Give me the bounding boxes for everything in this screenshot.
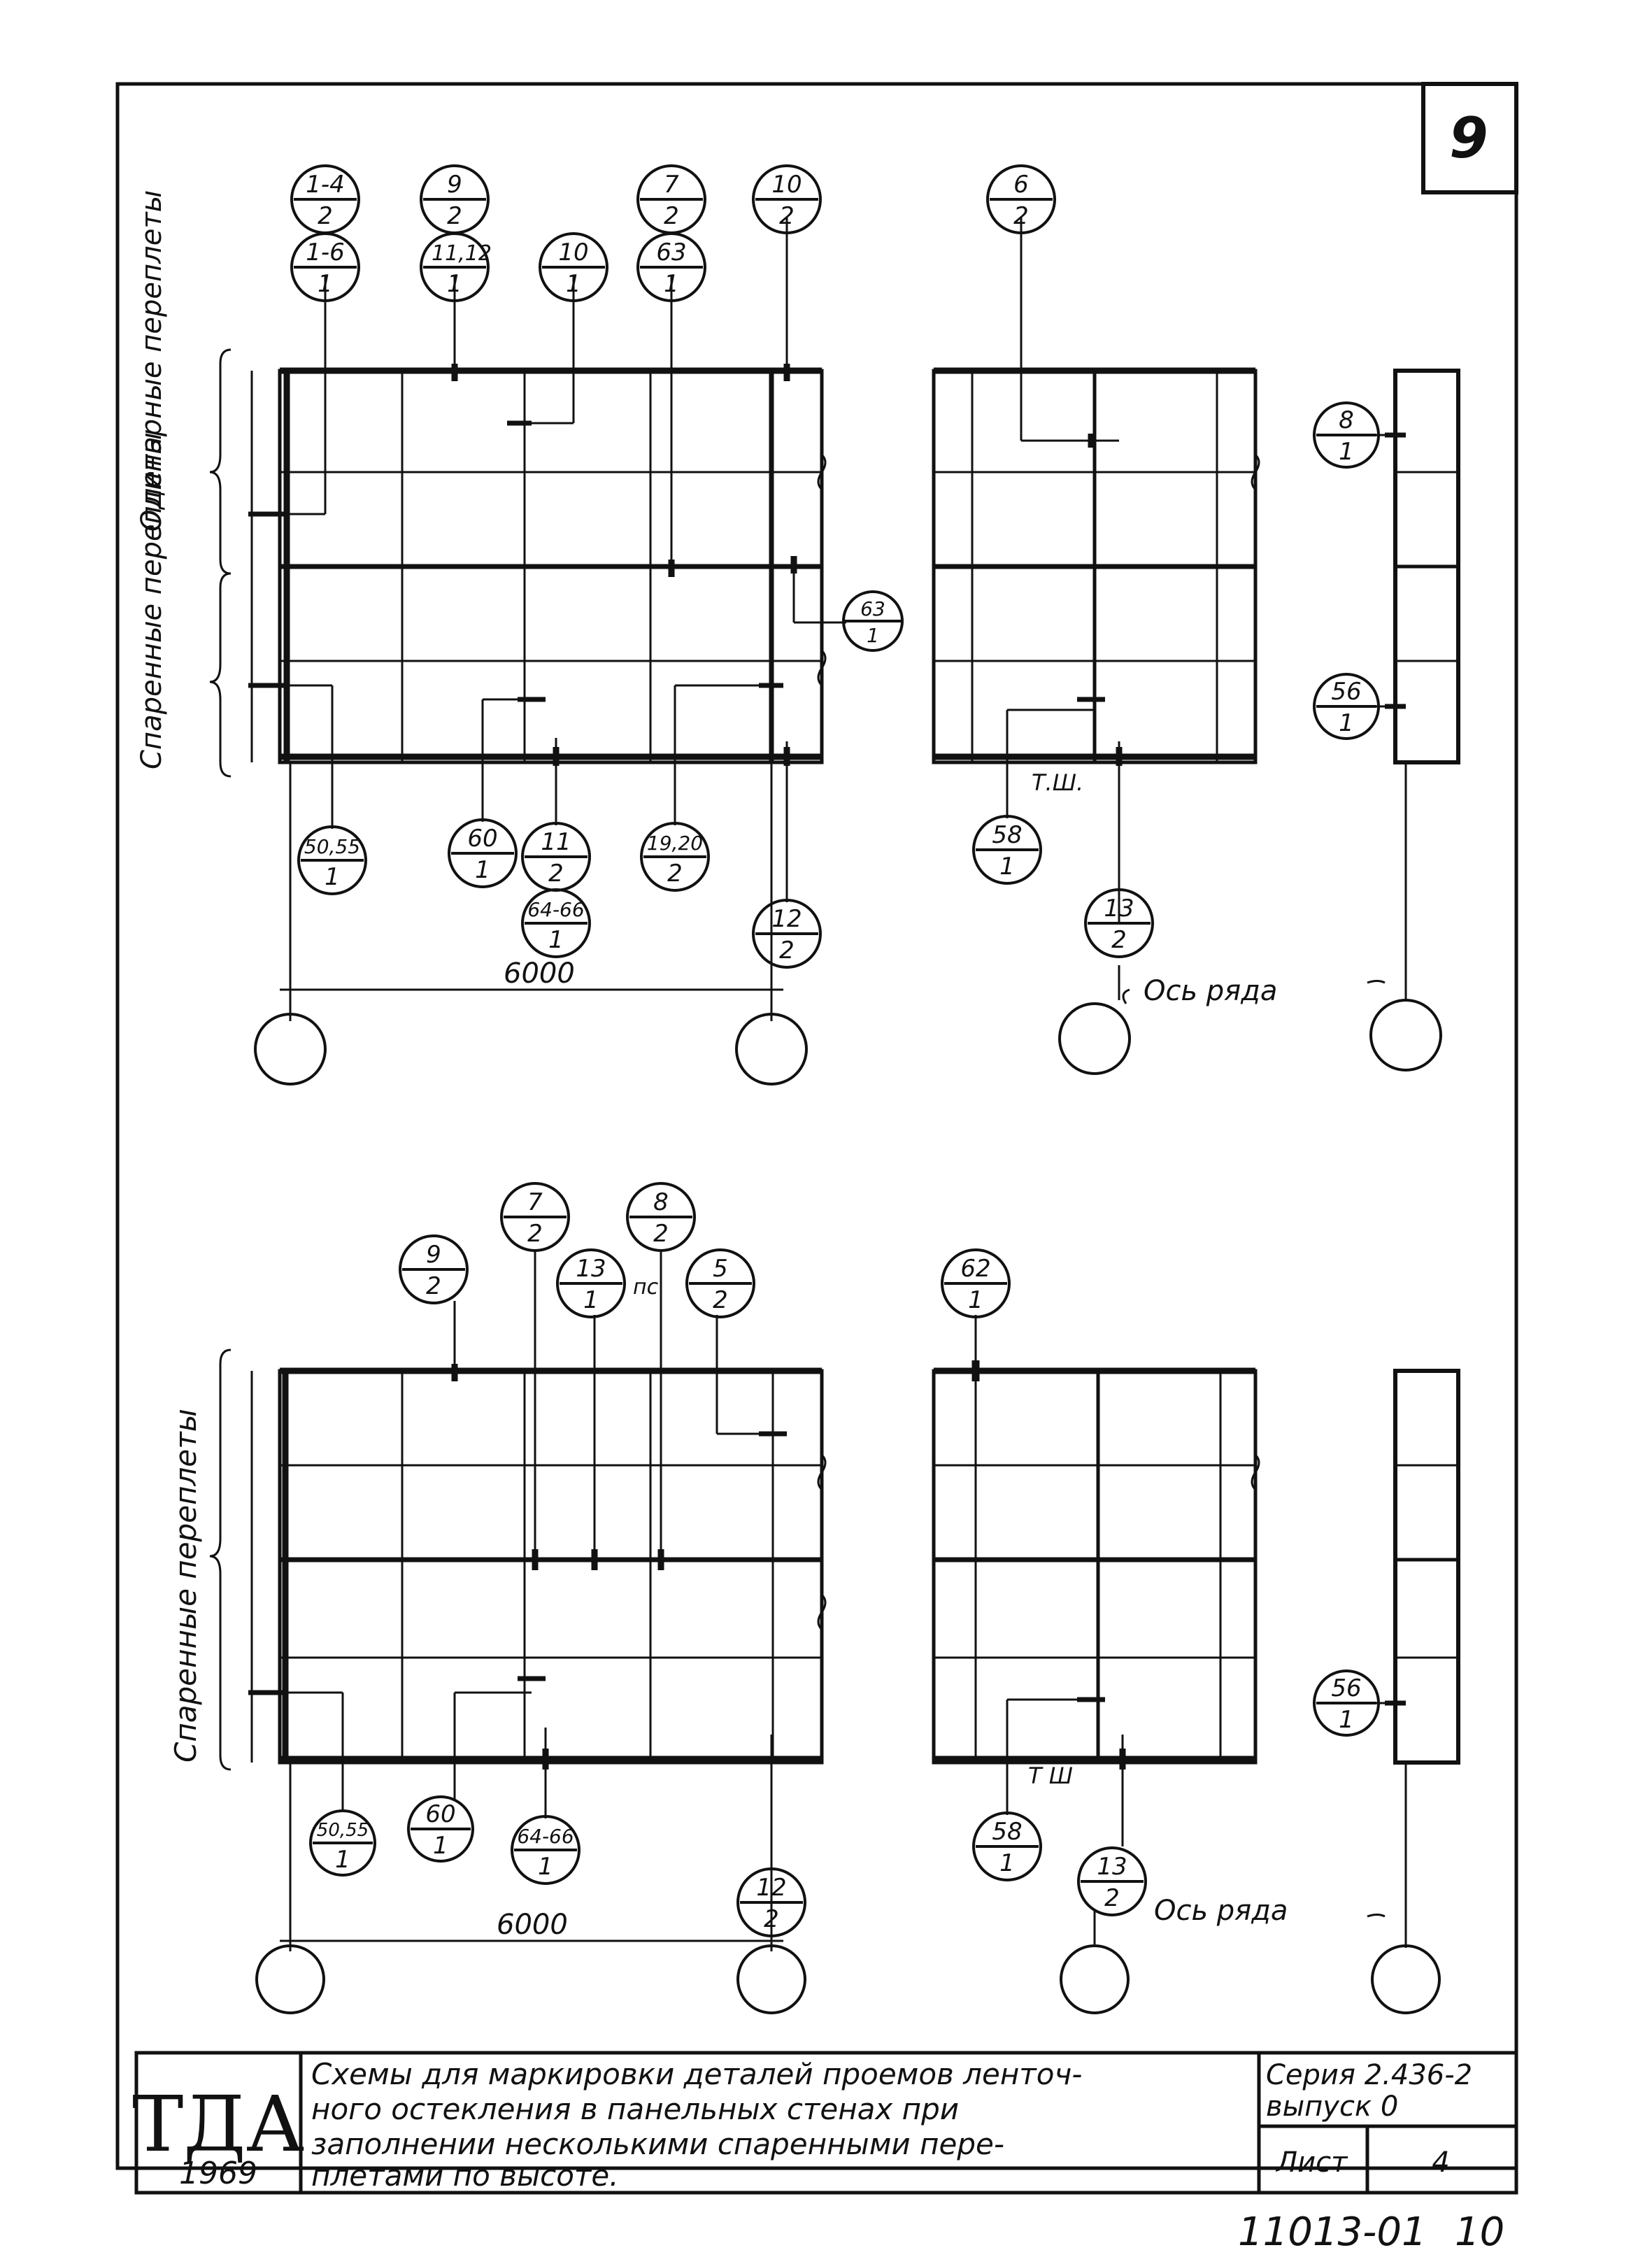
tag-top-6-num: 11,12 (432, 241, 492, 266)
sheet-frame (115, 82, 1518, 2170)
tag-top-5-den: 1 (318, 270, 333, 298)
sheet-number-box (1421, 82, 1518, 194)
tag-top-1-num: 1-4 (306, 171, 345, 199)
tag-bot-5-den: 1 (548, 926, 564, 954)
tag-far-56-den: 1 (1339, 709, 1354, 737)
b-bot-3-den: 1 (538, 1853, 553, 1881)
tag-top-2-den: 2 (447, 202, 462, 230)
tag-58-num: 58 (992, 821, 1022, 849)
tag-right-top-num: 6 (1013, 171, 1029, 199)
tag-mid-right-den: 1 (867, 624, 879, 647)
tag-13-den: 2 (1111, 926, 1127, 954)
b-tag-2-num: 8 (653, 1188, 669, 1216)
description-line-4: плетами по высоте. (311, 2158, 619, 2193)
sheet-label: Лист (1275, 2146, 1348, 2179)
b-bot-2-den: 1 (433, 1832, 448, 1860)
tag-top-6-den: 1 (447, 270, 462, 298)
b-tsh-label: Т Ш (1028, 1763, 1073, 1789)
year: 1969 (179, 2156, 257, 2191)
series: Серия 2.436-2 (1266, 2059, 1472, 2091)
b-bot-4-num: 12 (756, 1874, 786, 1902)
tag-top-4-den: 2 (779, 202, 795, 230)
tag-far-8-den: 1 (1339, 438, 1354, 466)
footer-page: 10 (1455, 2209, 1504, 2255)
tag-top-4-num: 10 (771, 171, 802, 199)
b-tag-13-num: 13 (1097, 1853, 1127, 1881)
bottom-scheme-labels: Спаренные переплеты 7 2 8 2 9 2 13 1 пс … (169, 1188, 1362, 1941)
side-label-single: Одинарные переплеты (136, 190, 168, 532)
tag-bot-4-den: 2 (667, 860, 683, 888)
tag-bot-6-num: 12 (771, 905, 802, 933)
issue: выпуск 0 (1266, 2091, 1398, 2123)
b-tag-2-den: 2 (653, 1220, 669, 1248)
top-scheme (209, 164, 1460, 1085)
b-tag-58-num: 58 (992, 1818, 1022, 1846)
pc-label: пс (633, 1275, 659, 1300)
title-block-text: ТДА 1969 Схемы для маркировки деталей пр… (132, 2057, 1504, 2255)
tag-top-1-den: 2 (318, 202, 333, 230)
tag-right-top-den: 2 (1013, 202, 1029, 230)
tag-top-3-num: 7 (664, 171, 679, 199)
tag-bot-2-num: 60 (467, 825, 497, 853)
axis-label: Ось ряда (1144, 975, 1277, 1007)
tag-top-2-num: 9 (447, 171, 462, 199)
description-line-1: Схемы для маркировки деталей проемов лен… (311, 2057, 1082, 2091)
b-tag-56-num: 56 (1331, 1674, 1361, 1702)
tag-bot-3-den: 2 (548, 860, 564, 888)
tag-top-8-den: 1 (664, 270, 679, 298)
side-label-double-2: Спаренные переплеты (169, 1409, 203, 1763)
tag-bot-5-num: 64-66 (527, 898, 584, 921)
b-tag-13-den: 2 (1104, 1884, 1120, 1912)
tag-bot-2-den: 1 (475, 856, 490, 884)
b-tag-5-den: 2 (713, 1286, 728, 1314)
b-bot-2-num: 60 (425, 1800, 455, 1828)
bottom-scheme (209, 1182, 1460, 2014)
sheet-value: 4 (1432, 2146, 1449, 2179)
tag-top-7-den: 1 (566, 270, 581, 298)
tag-top-7-num: 10 (558, 238, 588, 266)
b-bot-1-den: 1 (335, 1846, 350, 1874)
tag-bot-1-den: 1 (325, 863, 340, 891)
b-tag-1-num: 7 (527, 1188, 543, 1216)
tag-13-num: 13 (1104, 895, 1134, 923)
b-bot-3-num: 64-66 (517, 1825, 574, 1848)
b-tag-56-den: 1 (1339, 1706, 1354, 1734)
tag-top-8-num: 63 (656, 238, 686, 266)
b-bot-4-den: 2 (764, 1905, 779, 1933)
b-dimension-label: 6000 (497, 1909, 568, 1941)
title-block (134, 2051, 1518, 2195)
b-tag-5-num: 5 (713, 1255, 728, 1283)
tag-top-5-num: 1-6 (306, 238, 345, 266)
sheet-number: 9 (1449, 106, 1488, 171)
b-tag-right-num: 62 (960, 1255, 990, 1283)
b-tag-58-den: 1 (999, 1849, 1015, 1877)
tag-bot-4-num: 19,20 (647, 832, 703, 855)
tag-bot-1-num: 50,55 (304, 835, 360, 858)
description-line-3: заполнении несколькими спаренными пере- (311, 2127, 1004, 2161)
description-line-2: ного остекления в панельных стенах при (311, 2092, 959, 2126)
dimension-label: 6000 (504, 957, 575, 990)
b-tag-1-den: 2 (527, 1220, 543, 1248)
tag-far-56-num: 56 (1331, 678, 1361, 706)
b-tag-4-den: 1 (583, 1286, 599, 1314)
logo-tda: ТДА (132, 2079, 304, 2169)
b-tag-3-num: 9 (426, 1241, 441, 1269)
tag-bot-3-num: 11 (541, 828, 571, 856)
tag-bot-6-den: 2 (779, 937, 795, 964)
b-tag-right-den: 1 (968, 1286, 983, 1314)
tag-mid-right-num: 63 (860, 597, 885, 620)
tag-58-den: 1 (999, 853, 1015, 881)
b-tag-3-den: 2 (426, 1272, 441, 1300)
b-tag-4-num: 13 (576, 1255, 606, 1283)
tag-far-8-num: 8 (1339, 406, 1354, 434)
b-axis-label: Ось ряда (1154, 1895, 1288, 1927)
side-label-double: Спаренные переплеты (136, 432, 168, 769)
top-scheme-labels: Одинарные переплеты Спаренные переплеты … (136, 171, 1362, 1007)
tsh-label: Т.Ш. (1032, 769, 1083, 796)
b-bot-1-num: 50,55 (317, 1820, 369, 1841)
footer-code: 11013-01 (1238, 2209, 1427, 2255)
tag-top-3-den: 2 (664, 202, 679, 230)
